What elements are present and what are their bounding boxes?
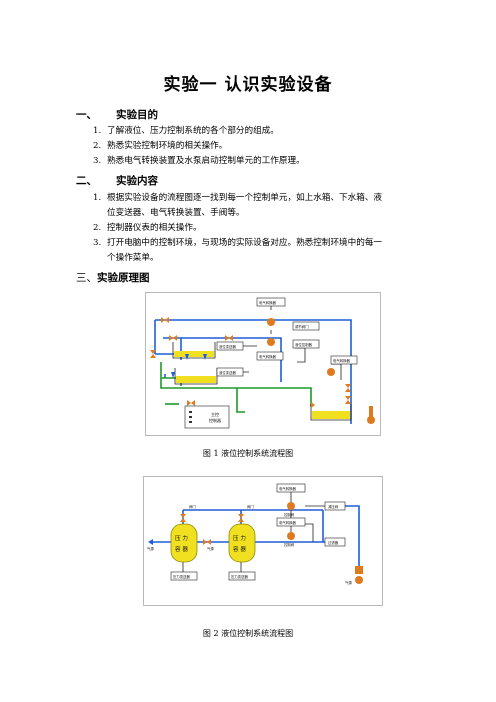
- label-tx1: 压力变送器: [173, 574, 191, 579]
- label-gas-in: 气源: [147, 546, 154, 551]
- list-item-continuation: 个操作菜单。: [107, 253, 159, 263]
- label-mid-converter: 电气转换器: [259, 354, 277, 359]
- label-valve2: 阀门: [247, 504, 254, 509]
- label-tank2-line1: 压 力: [233, 534, 246, 542]
- list-item: 3.熟悉电气转换装置及水泵启动控制单元的工作原理。: [93, 156, 305, 166]
- label-gas-right: 气源: [345, 580, 352, 585]
- list-item: 1.根据实验设备的流程图逐一找到每一个控制单元，如上水箱、下水箱、液: [93, 193, 383, 203]
- figure-1-level-control-diagram: 电气转换器 调节阀门 液位控制器 电气转换器 液位变送器 液位变送器 电气转换器…: [145, 292, 381, 436]
- page-title: 实验一 认识实验设备: [163, 75, 333, 95]
- label-lower-transmitter: 液位变送器: [219, 370, 237, 375]
- label-main-controller: 主控: [211, 411, 219, 417]
- list-item: 3.打开电脑中的控制环境，与现场的实际设备对应。熟悉控制环境中的每一: [93, 238, 383, 248]
- label-control-valve-2: 控制阀: [284, 542, 295, 547]
- label-valve1: 阀门: [189, 504, 196, 509]
- label-top-converter: 电气转换器: [259, 300, 277, 305]
- label-right-converter: 电气转换器: [333, 358, 351, 363]
- label-controller-a: 液位控制器: [295, 342, 313, 347]
- label-reducer: 减压阀: [328, 504, 339, 509]
- section-heading-content: 二、实验内容: [76, 175, 158, 187]
- section-heading-purpose: 一、实验目的: [76, 109, 158, 121]
- label-tank2-line2: 容 器: [233, 545, 246, 553]
- label-tank1-line2: 容 器: [175, 545, 188, 553]
- list-item: 2.控制器仪表的相关操作。: [93, 223, 202, 233]
- list-item: 1.了解液位、压力控制系统的各个部分的组成。: [93, 126, 279, 136]
- list-item-continuation: 位变送器、电气转换装置、手阀等。: [107, 208, 245, 218]
- label-tank1-line1: 压 力: [175, 534, 188, 542]
- label-control-valve-1: 控制阀: [284, 512, 295, 517]
- label-motor-valve: 调节阀门: [295, 324, 309, 329]
- label-main-controller-2: 控制器: [209, 417, 221, 423]
- figure-2-pressure-control-diagram: 压 力 容 器 压 力 容 器 电气转换器 电气转换器 减压阀 过滤器 压力变送…: [143, 476, 383, 606]
- figure-2-caption: 图 2 液位控制系统流程图: [202, 629, 294, 638]
- label-mid-converter: 电气转换器: [279, 520, 297, 525]
- label-top-converter: 电气转换器: [279, 486, 297, 491]
- label-upper-transmitter: 液位变送器: [219, 344, 237, 349]
- label-filter: 过滤器: [328, 540, 339, 545]
- label-gas-mid: 气源: [207, 546, 214, 551]
- section-heading-diagram: 三、实验原理图: [76, 272, 150, 284]
- label-tx2: 压力变送器: [231, 574, 249, 579]
- list-item: 2.熟悉实验控制环境的相关操作。: [93, 141, 228, 151]
- figure-1-caption: 图 1 液位控制系统流程图: [202, 449, 294, 458]
